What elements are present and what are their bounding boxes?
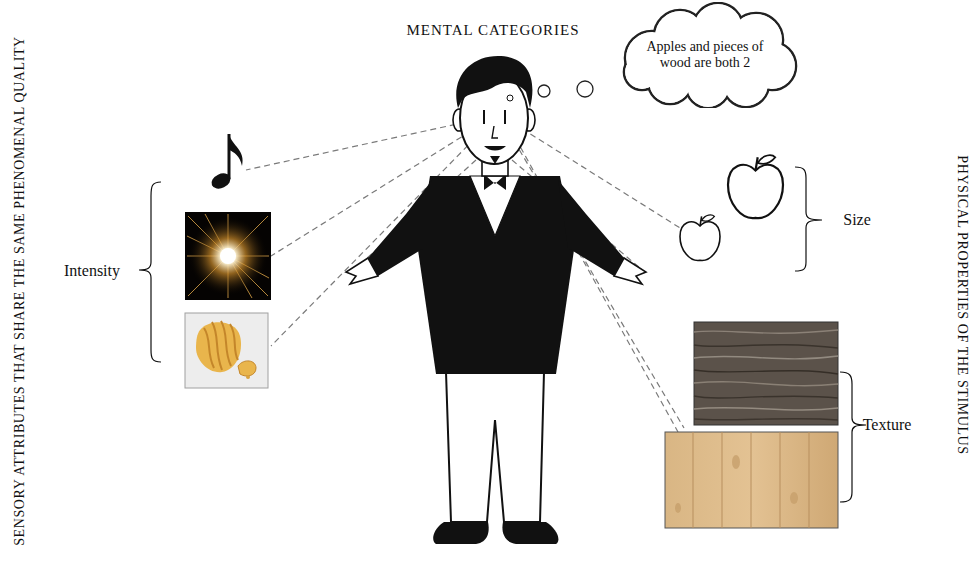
- plank-line: [722, 432, 723, 528]
- plank-line: [751, 432, 752, 528]
- grain: [694, 408, 838, 410]
- plank-line: [780, 432, 781, 528]
- cloud-fill: [625, 55, 659, 89]
- bracket: [840, 372, 866, 502]
- jacket: [418, 176, 574, 374]
- apple-stem: [700, 216, 702, 226]
- knot: [675, 503, 681, 513]
- plank-line: [809, 432, 810, 528]
- hand: [346, 258, 378, 284]
- trousers: [446, 372, 544, 522]
- ridge: [221, 321, 231, 366]
- grain: [694, 382, 838, 386]
- light-image: [185, 212, 271, 300]
- wood-knots: [675, 455, 798, 513]
- image-frame: [185, 313, 268, 388]
- image-frame: [694, 322, 838, 425]
- dark-wood-image: [694, 322, 838, 425]
- apple-body: [728, 165, 783, 218]
- person: [346, 56, 646, 544]
- chip-ridges: [204, 321, 238, 370]
- goatee: [490, 156, 500, 164]
- hair: [456, 56, 532, 108]
- plank-lines: [693, 432, 809, 528]
- shoe: [502, 522, 558, 544]
- apple-small: [680, 215, 720, 261]
- eye: [504, 110, 506, 124]
- mouth: [484, 146, 506, 151]
- bracket: [139, 182, 161, 362]
- grain: [694, 370, 838, 374]
- light-glow: [188, 216, 268, 296]
- nose: [492, 126, 498, 138]
- axis-title: PHYSICAL PROPERTIES OF THE STIMULUS: [954, 155, 969, 454]
- thought-text: Apples and pieces of wood are both 2: [644, 39, 766, 71]
- ridge: [204, 328, 214, 368]
- grain: [694, 419, 838, 420]
- knot: [732, 455, 740, 469]
- apple-stem: [756, 157, 758, 170]
- thought-dot: [577, 81, 593, 97]
- shirt: [470, 176, 520, 236]
- grain: [694, 330, 838, 333]
- light-core: [220, 248, 236, 264]
- ridge: [212, 322, 222, 370]
- image-frame: [185, 212, 271, 300]
- axis-title: SENSORY ATTRIBUTES THAT SHARE THE SAME P…: [12, 36, 27, 546]
- shoe: [433, 522, 488, 544]
- apple-body: [680, 222, 720, 261]
- knot: [790, 492, 798, 504]
- eye: [483, 110, 485, 124]
- chip: [238, 361, 256, 376]
- hand: [614, 258, 646, 284]
- apple-leaf: [758, 155, 776, 163]
- grain: [694, 396, 838, 398]
- thought-cloud: Apples and pieces of wood are both 2: [612, 2, 798, 108]
- light-wood-image: [665, 432, 838, 528]
- crumb: [246, 375, 250, 379]
- image-frame: [665, 432, 838, 528]
- light-rays: [187, 214, 269, 298]
- ridge: [230, 324, 238, 360]
- apple-leaf: [702, 215, 715, 221]
- group-label: Intensity: [64, 262, 120, 280]
- sleeve: [368, 180, 432, 276]
- bracket: [795, 167, 822, 271]
- chip: [196, 322, 241, 372]
- group-label: Size: [843, 211, 871, 229]
- sleeve: [558, 180, 624, 276]
- plank-line: [693, 432, 694, 528]
- thought-dot: [538, 85, 550, 97]
- thought-dot: [507, 95, 513, 101]
- group-label: Texture: [863, 416, 912, 434]
- apple-large: [728, 155, 783, 218]
- wood-grain: [694, 330, 838, 420]
- chips-image: [185, 313, 268, 388]
- section-heading: MENTAL CATEGORIES: [406, 22, 579, 39]
- grain: [694, 345, 838, 348]
- grain: [694, 356, 838, 359]
- note-flag: [229, 134, 243, 166]
- music-note: [209, 134, 243, 192]
